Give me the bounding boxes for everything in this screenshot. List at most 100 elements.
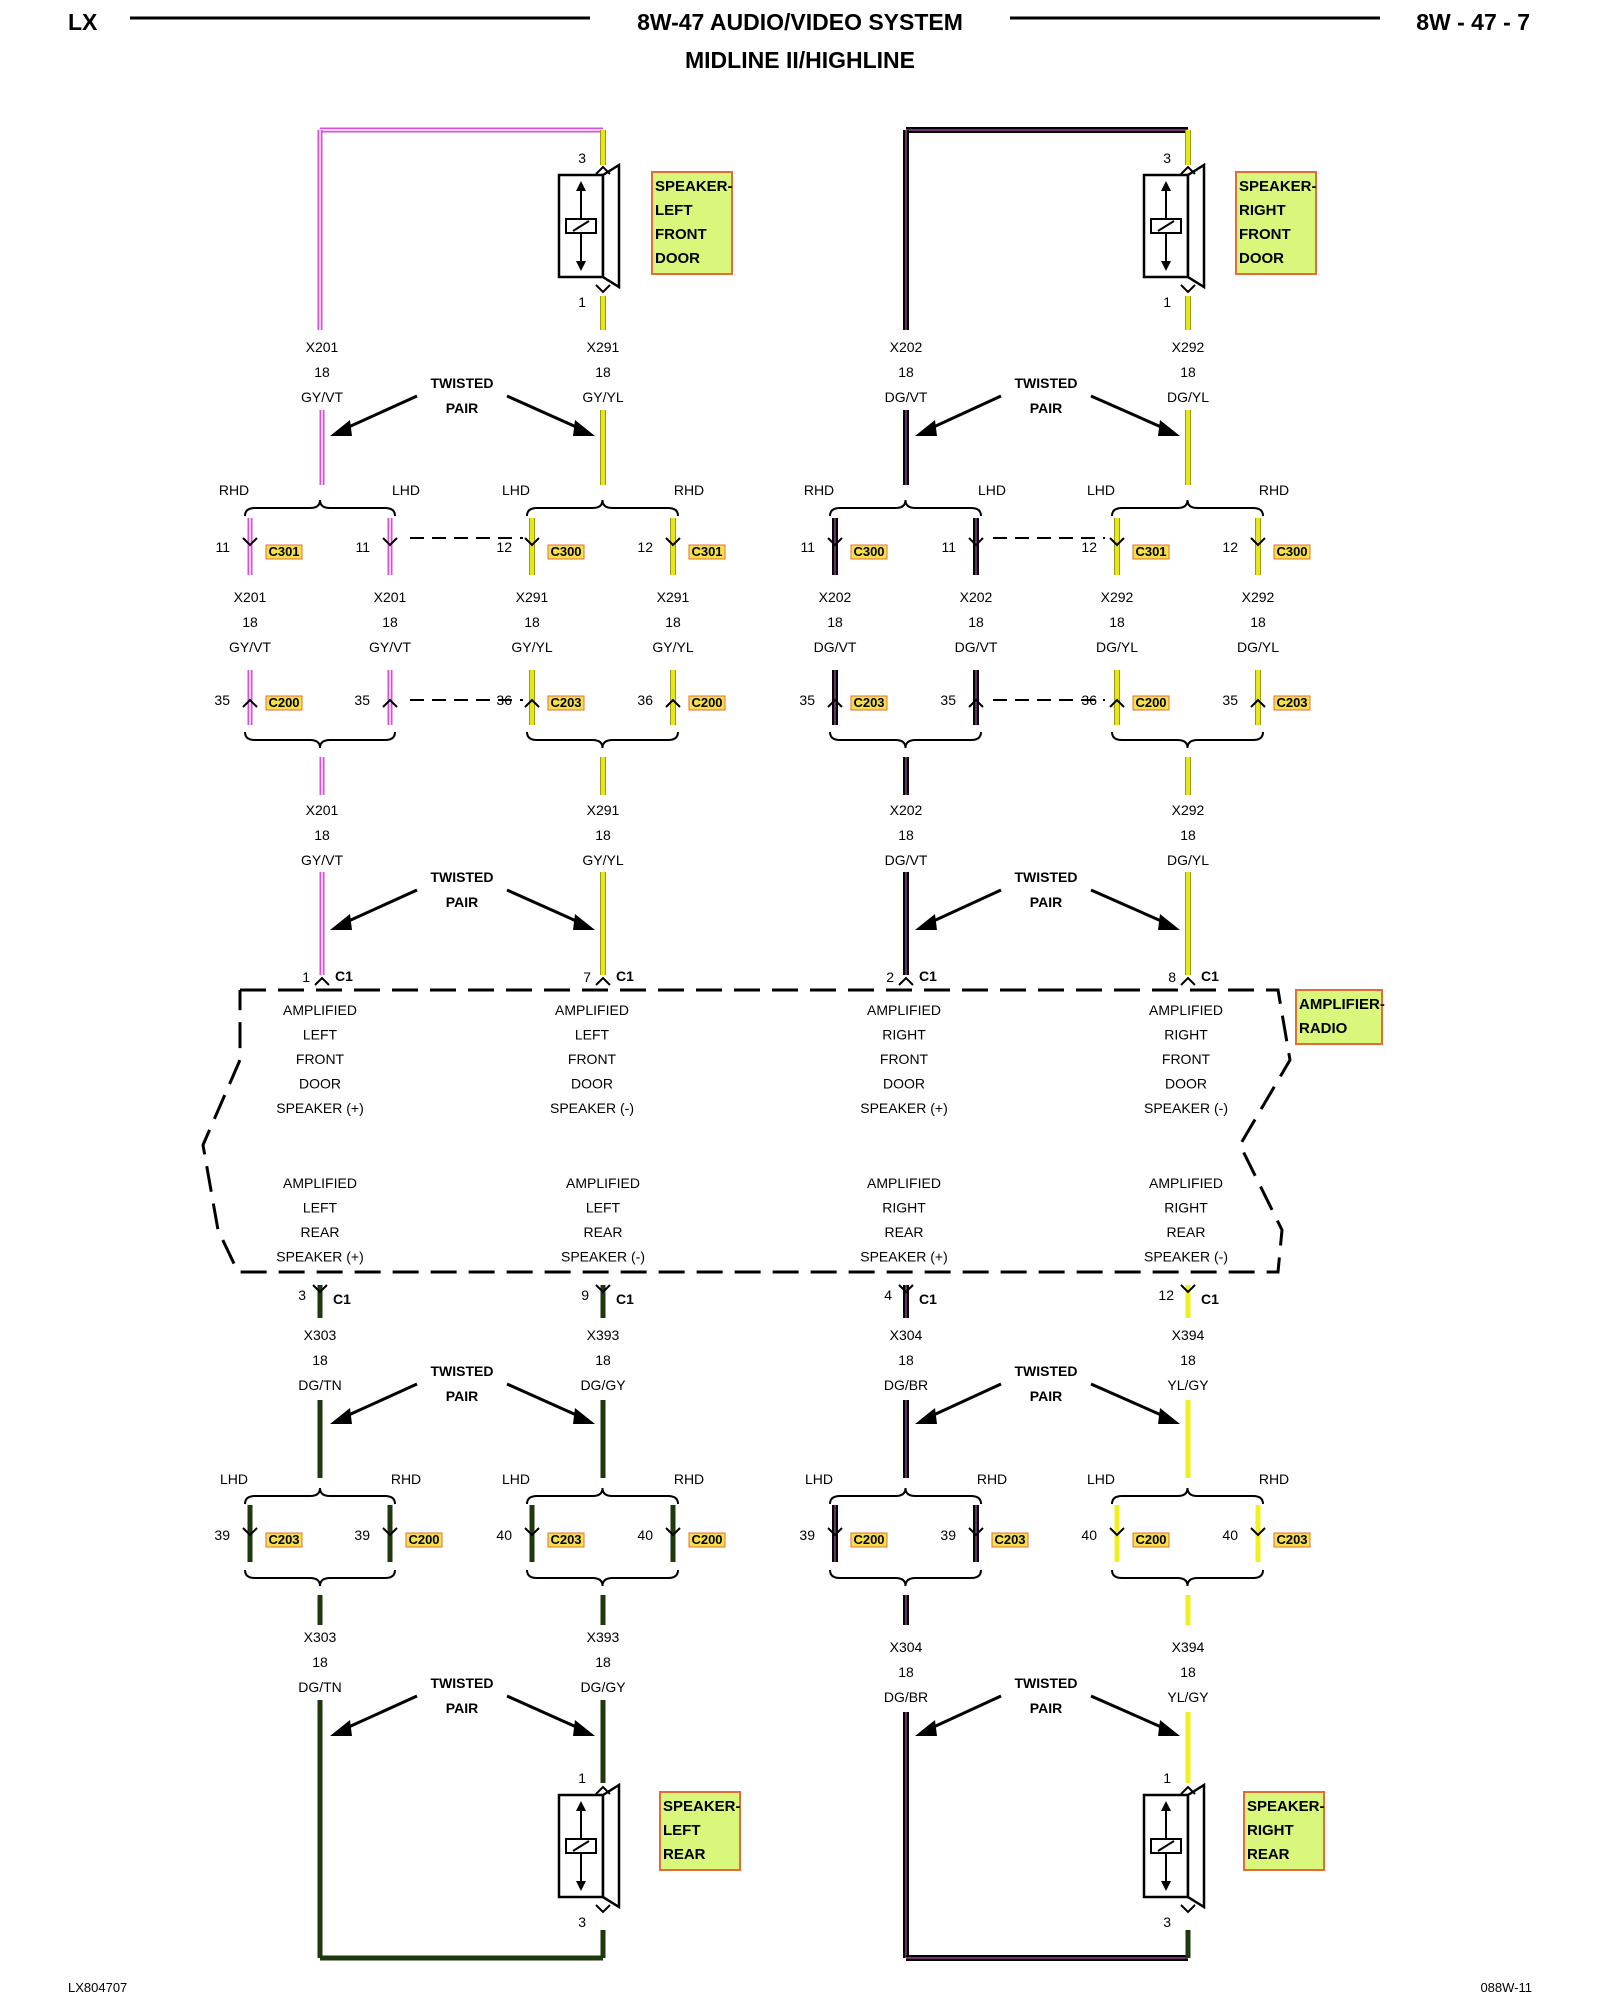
rear-splice-1-left-label: LHD <box>502 1471 530 1487</box>
tp-rear-left-2-arrow-left <box>341 1694 418 1732</box>
top-x291-color: GY/YL <box>582 389 623 405</box>
tp-front-left-2-arrow-right <box>506 888 584 926</box>
amp-front-output-0-3: DOOR <box>299 1076 341 1092</box>
lr-speaker-label-line-1: LEFT <box>663 1822 701 1839</box>
tp-front-right-2-pair: PAIR <box>1030 894 1062 910</box>
amp-front-output-2-4: SPEAKER (+) <box>860 1100 948 1116</box>
rr-speaker-pin-bottom: 3 <box>1163 1914 1171 1930</box>
rear-splice-2-tag0-box <box>850 1532 888 1548</box>
front-splice-3-b-tag1: C203 <box>1276 695 1307 710</box>
rf-speaker-pin-bottom: 1 <box>1163 294 1171 310</box>
rr-speaker-label-box <box>1243 1791 1325 1871</box>
lower-x292-circuit: X292 <box>1172 802 1205 818</box>
lf-speaker-pin-top-tick <box>595 165 611 175</box>
amp-rear-output-3-3: SPEAKER (-) <box>1144 1249 1228 1265</box>
tp-front-left-2-arrowhead-right <box>573 914 595 930</box>
rf-speaker-axis-arrow-top <box>1161 181 1171 191</box>
rear-x394-color: YL/GY <box>1167 1377 1209 1393</box>
lf-speaker-pin-bottom-tick <box>595 284 611 294</box>
front-splice-0-a-tick0 <box>242 537 258 547</box>
front-splice-2-brace-bottom <box>829 731 982 749</box>
lower-x202-circuit: X202 <box>890 802 923 818</box>
rear-lower-x303-gauge: 18 <box>312 1654 328 1670</box>
amp-front-output-1-2: FRONT <box>568 1051 617 1067</box>
lower-x202-color: DG/VT <box>885 852 928 868</box>
amp-front-output-0-4: SPEAKER (+) <box>276 1100 364 1116</box>
rear-splice-3-tag0-box <box>1132 1532 1170 1548</box>
page-subtitle: MIDLINE II/HIGHLINE <box>685 47 915 73</box>
rear-splice-1-tick1 <box>665 1527 681 1537</box>
lf-speaker-pin-top: 3 <box>578 150 586 166</box>
front-splice-1-b-tag0-box <box>547 695 585 711</box>
tp-rear-left-2-arrowhead-left <box>330 1720 352 1736</box>
front-splice-3-a-pin1: 12 <box>1222 539 1238 555</box>
front-splice-2-a-tick0 <box>827 537 843 547</box>
front-splice-3-b-tag0-box <box>1132 695 1170 711</box>
amp-rear-output-3-1: RIGHT <box>1164 1200 1208 1216</box>
amp-rear-output-0-0: AMPLIFIED <box>283 1175 357 1191</box>
front-splice-2-b-pin0: 35 <box>799 692 815 708</box>
lf-speaker-label-box <box>651 171 733 275</box>
rear-splice-1-tag1-box <box>688 1532 726 1548</box>
lower-x291-color: GY/YL <box>582 852 623 868</box>
lr-speaker-axis-arrow-top <box>576 1801 586 1811</box>
rr-speaker-pin-bottom-tick <box>1180 1904 1196 1914</box>
front-splice-1-mid0-color: GY/YL <box>511 639 552 655</box>
amp-rear-output-2-0: AMPLIFIED <box>867 1175 941 1191</box>
rear-splice-2-pin0: 39 <box>799 1527 815 1543</box>
amp-front-output-0-2: FRONT <box>296 1051 345 1067</box>
lower-x201-gauge: 18 <box>314 827 330 843</box>
lower-x292-color: DG/YL <box>1167 852 1209 868</box>
tp-front-right-2-arrow-left <box>926 888 1002 926</box>
front-splice-1-a-tag1: C301 <box>691 544 722 559</box>
rear-x303-circuit: X303 <box>304 1327 337 1343</box>
front-splice-2-a-pin1: 11 <box>941 539 956 555</box>
rear-splice-3-tag1: C203 <box>1276 1532 1307 1547</box>
figure-code: 088W-11 <box>1480 1980 1532 1995</box>
tp-front-right-2-twisted: TWISTED <box>1015 869 1078 885</box>
rear-splice-1-tag1: C200 <box>691 1532 722 1547</box>
tp-front-right-2-arrow-right <box>1090 888 1169 926</box>
tp-rear-right-pair: PAIR <box>1030 1388 1062 1404</box>
front-splice-1-a-pin0: 12 <box>496 539 512 555</box>
tp-rear-right-2-twisted: TWISTED <box>1015 1675 1078 1691</box>
c1-front-pin-0: 1 <box>302 969 310 985</box>
rr-speaker-label-line-0: SPEAKER- <box>1247 1798 1325 1815</box>
c1-rear-pin-1: 9 <box>581 1287 589 1303</box>
lower-x201-circuit: X201 <box>306 802 339 818</box>
tp-rear-right-2-arrow-left <box>926 1694 1002 1732</box>
rear-splice-1-tick0 <box>524 1527 540 1537</box>
c1-front-pin-2: 2 <box>886 969 894 985</box>
rear-splice-0-tag1-box <box>405 1532 443 1548</box>
front-splice-3-a-pin0: 12 <box>1081 539 1097 555</box>
c1-rear-label-2: C1 <box>919 1291 937 1307</box>
rear-splice-0-tag1: C200 <box>408 1532 439 1547</box>
rr-speaker-pin-top-tick <box>1180 1785 1196 1795</box>
rf-speaker-pin-top: 3 <box>1163 150 1171 166</box>
rf-speaker-axis-arrow-bottom <box>1161 261 1171 271</box>
tp-front-left-pair: PAIR <box>446 400 478 416</box>
rear-splice-0-right-label: RHD <box>391 1471 421 1487</box>
amp-front-output-2-0: AMPLIFIED <box>867 1002 941 1018</box>
tp-front-left-2-arrowhead-left <box>330 914 352 930</box>
rear-splice-3-pin0: 40 <box>1081 1527 1097 1543</box>
rear-x394-gauge: 18 <box>1180 1352 1196 1368</box>
front-splice-3-right-label: RHD <box>1259 482 1289 498</box>
parts-layer <box>201 162 1383 1914</box>
tp-rear-left-2-twisted: TWISTED <box>431 1675 494 1691</box>
rear-lower-x393-color: DG/GY <box>580 1679 626 1695</box>
tp-front-left-arrowhead-left <box>330 420 352 436</box>
rear-splice-2-tag1-box <box>991 1532 1029 1548</box>
tp-rear-left-arrowhead-left <box>330 1408 352 1424</box>
front-splice-1-b-tag1: C200 <box>691 695 722 710</box>
front-splice-0-a-pin0: 11 <box>215 539 230 555</box>
front-splice-1-b-tag0: C203 <box>550 695 581 710</box>
front-splice-3-a-tag1-box <box>1273 544 1311 560</box>
tp-front-left-2-arrow-left <box>341 888 418 926</box>
front-splice-1-left-label: LHD <box>502 482 530 498</box>
front-splice-2-a-pin0: 11 <box>800 539 815 555</box>
front-splice-1-b-tick1 <box>665 698 681 708</box>
label-layer: 3131SPEAKER-LEFTFRONTDOORSPEAKER-RIGHTFR… <box>214 150 1384 1930</box>
rear-splice-2-tick1 <box>968 1527 984 1537</box>
rear-x304-color: DG/BR <box>884 1377 928 1393</box>
